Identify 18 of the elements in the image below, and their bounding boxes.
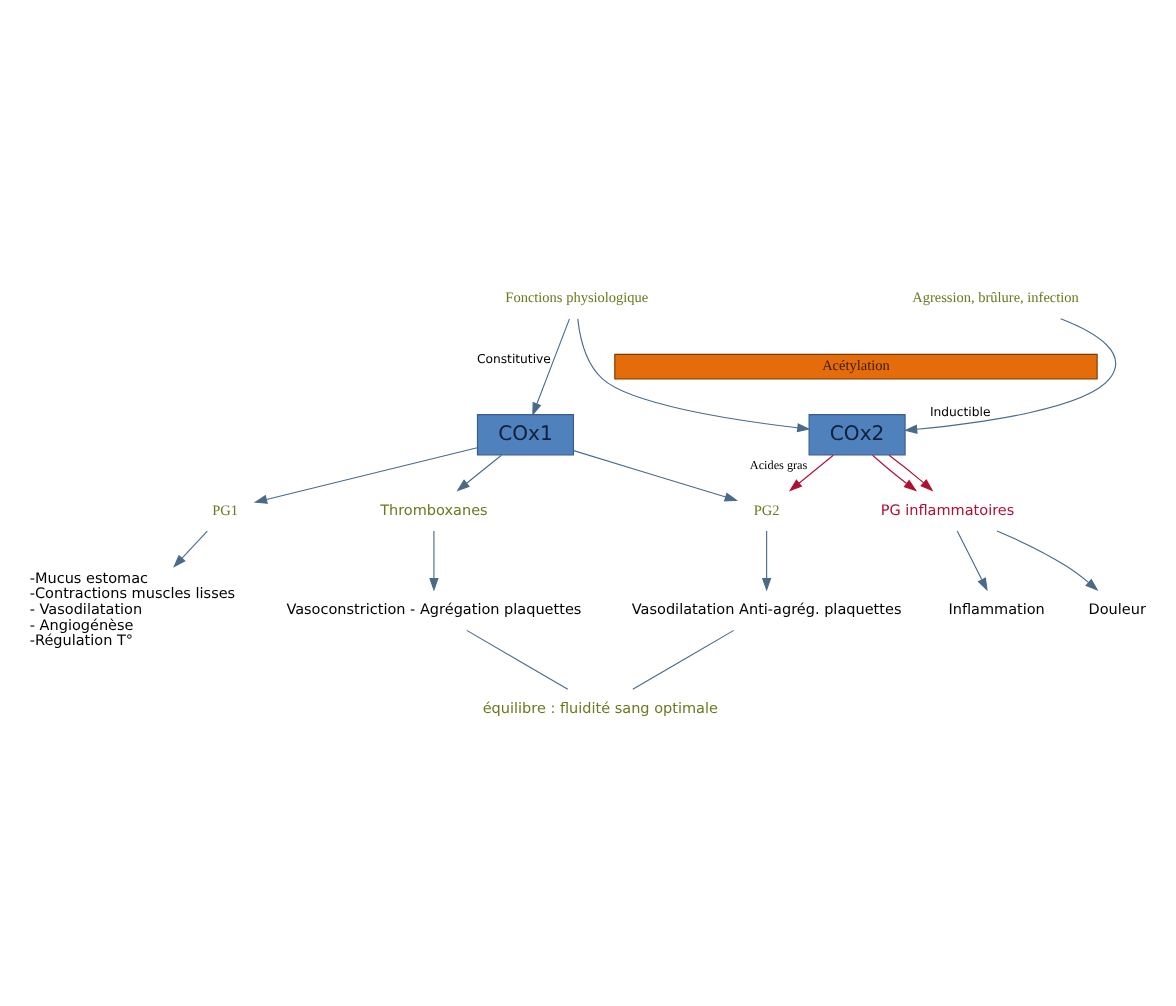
arrow	[996, 529, 1099, 590]
arrow	[253, 446, 478, 503]
node-box: COx2	[808, 413, 906, 455]
connector	[632, 628, 735, 689]
arrow	[573, 449, 739, 501]
arrow	[872, 453, 918, 491]
arrow	[761, 529, 772, 591]
arrow	[577, 317, 811, 432]
arrow	[429, 529, 439, 591]
arrow	[173, 529, 208, 567]
connector	[466, 628, 569, 689]
arrow	[456, 453, 502, 491]
arrow	[788, 453, 834, 491]
arrow	[903, 317, 1117, 433]
arrow	[888, 453, 934, 491]
arrow	[532, 317, 571, 416]
node-box: COx1	[476, 413, 575, 455]
arrow	[956, 529, 988, 591]
